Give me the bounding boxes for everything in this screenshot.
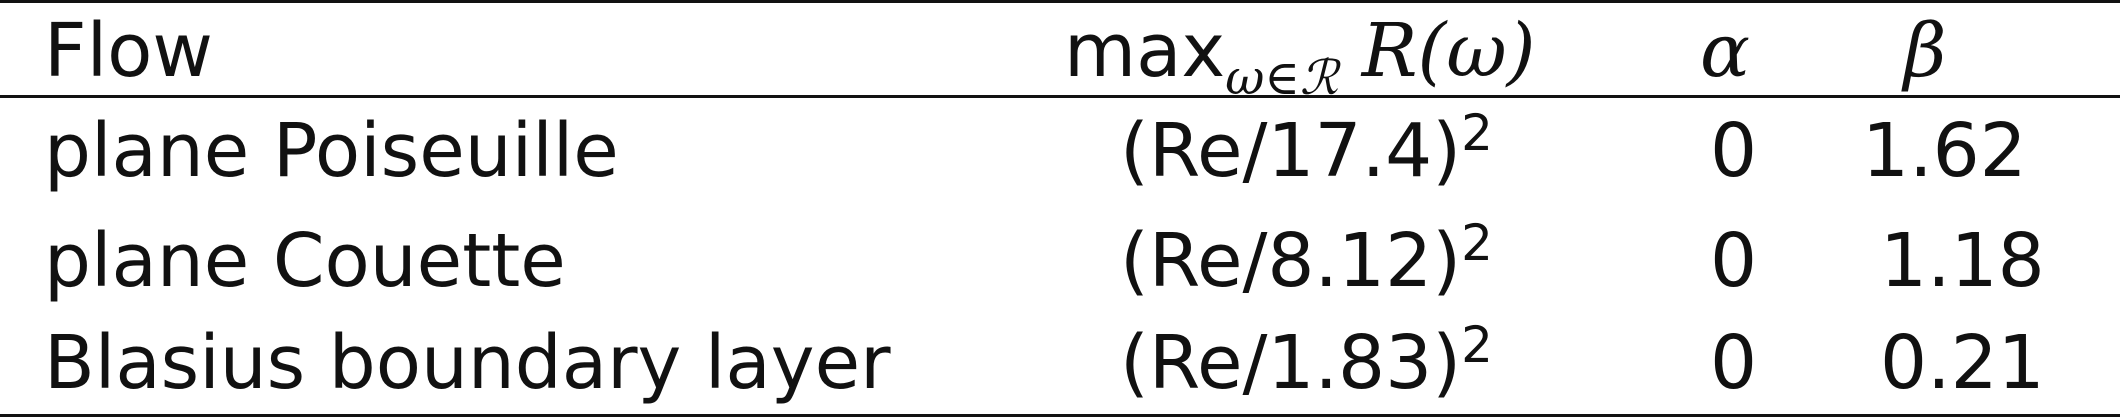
max-r-cell: (Re/1.83)2 bbox=[1120, 320, 1493, 400]
flow-cell: Blasius boundary layer bbox=[44, 320, 891, 406]
header-max-expression: R(ω) bbox=[1361, 8, 1536, 94]
header-max-r: maxω∈ℛ R(ω) bbox=[1064, 14, 1536, 102]
re-ratio: (Re/8.12) bbox=[1120, 218, 1462, 304]
max-r-cell: (Re/8.12)2 bbox=[1120, 218, 1493, 298]
re-exponent: 2 bbox=[1461, 214, 1493, 272]
re-ratio: (Re/1.83) bbox=[1120, 320, 1462, 406]
flow-cell: plane Couette bbox=[44, 218, 566, 304]
header-rule bbox=[0, 95, 2120, 98]
alpha-cell: 0 bbox=[1710, 218, 1758, 304]
beta-cell: 1.18 bbox=[1880, 218, 2045, 304]
header-max-subscript: ω∈ℛ bbox=[1225, 50, 1339, 106]
beta-cell: 0.21 bbox=[1880, 320, 2045, 406]
beta-cell: 1.62 bbox=[1862, 108, 2027, 194]
header-max-prefix: max bbox=[1064, 8, 1226, 94]
re-exponent: 2 bbox=[1461, 316, 1493, 374]
flow-cell: plane Poiseuille bbox=[44, 108, 619, 194]
header-flow: Flow bbox=[44, 8, 213, 94]
header-beta: β bbox=[1903, 8, 1947, 94]
top-rule bbox=[0, 0, 2120, 3]
max-r-cell: (Re/17.4)2 bbox=[1120, 108, 1493, 188]
re-ratio: (Re/17.4) bbox=[1120, 108, 1462, 194]
re-exponent: 2 bbox=[1461, 104, 1493, 162]
bottom-rule bbox=[0, 414, 2120, 417]
alpha-cell: 0 bbox=[1710, 320, 1758, 406]
alpha-cell: 0 bbox=[1710, 108, 1758, 194]
header-alpha: α bbox=[1700, 8, 1750, 94]
